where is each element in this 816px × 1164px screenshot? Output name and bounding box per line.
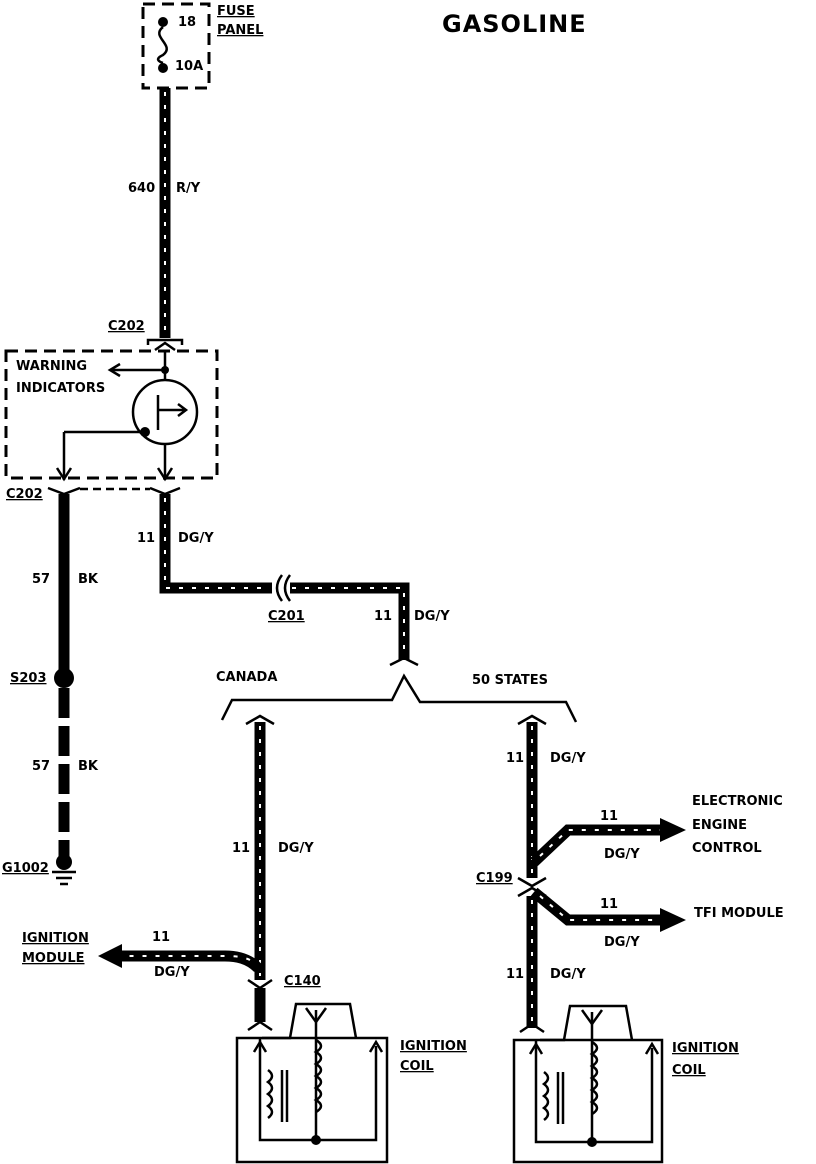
wire-11-50-upper-color: DG/Y <box>550 751 586 766</box>
wire-640-circuit: 640 <box>128 181 155 196</box>
wire-11-canada-circuit: 11 <box>232 841 250 856</box>
wire-11-split-color: DG/Y <box>414 609 450 624</box>
diagram-title: GASOLINE <box>442 10 587 38</box>
wire-11-canada-color: DG/Y <box>278 841 314 856</box>
warning-indicators-line1: WARNING <box>16 359 87 374</box>
warning-right-arrow-icon <box>156 467 174 482</box>
eec-label-line2: ENGINE <box>692 818 747 833</box>
fuse-panel: 18 10A FUSE PANEL <box>141 2 263 90</box>
wire-11-tfi-circuit: 11 <box>600 897 618 912</box>
wire-57-lower-circuit: 57 <box>32 759 50 774</box>
eec-arrow-icon <box>660 818 686 842</box>
wire-11-50-states-lower: 11 DG/Y <box>506 896 586 1028</box>
warning-left-arrow-icon <box>55 467 73 482</box>
right-coil-primary-winding-icon <box>541 1071 550 1121</box>
wire-11-tfi-color: DG/Y <box>604 935 640 950</box>
wire-57-lower: 57 BK <box>32 688 99 858</box>
connector-c201-icon <box>275 574 292 602</box>
wire-11-tfi: 11 DG/Y <box>530 887 664 950</box>
branch-canada-label: CANADA <box>216 670 277 685</box>
wire-11-canada: 11 DG/Y <box>232 722 314 980</box>
connector-c202-bottom-left-icon <box>47 486 81 496</box>
splice-s203 <box>54 668 74 688</box>
right-coil-connector-icon <box>519 1022 545 1034</box>
wire-11-ignition-module-circuit: 11 <box>152 930 170 945</box>
ignition-coil-right-line1: IGNITION <box>672 1041 739 1056</box>
eec-label-line1: ELECTRONIC <box>692 794 783 809</box>
tfi-module-label: TFI MODULE <box>694 906 784 921</box>
branch-selector-line <box>220 673 578 723</box>
ground-g1002-terminal <box>56 854 72 870</box>
states-connector-icon <box>517 714 547 726</box>
fuse-terminal-top <box>158 17 168 27</box>
connector-c202-top-label: C202 <box>108 319 145 334</box>
connector-c199-label: C199 <box>476 871 513 886</box>
wire-11-eec-circuit: 11 <box>600 809 618 824</box>
wire-11-ignition-module-color: DG/Y <box>154 965 190 980</box>
warning-indicators-arrow-icon <box>107 362 121 378</box>
wire-640: 640 R/Y <box>128 88 201 338</box>
branch-connector-icon <box>389 656 419 667</box>
wire-11-top-circuit: 11 <box>137 531 155 546</box>
wire-11-split: 11 DG/Y <box>290 582 450 660</box>
fuse-label-line1: FUSE <box>217 4 255 19</box>
wire-640-color: R/Y <box>176 181 201 196</box>
wire-11-50-upper-circuit: 11 <box>506 751 524 766</box>
fuse-terminal-bottom <box>158 63 168 73</box>
eec-label-line3: CONTROL <box>692 841 762 856</box>
fuse-label-line2: PANEL <box>217 23 263 38</box>
coil-primary-winding-icon <box>265 1069 274 1119</box>
ground-icon <box>52 870 76 886</box>
connector-c140-label: C140 <box>284 974 321 989</box>
fuse-number: 18 <box>178 15 196 30</box>
wire-11-eec-color: DG/Y <box>604 847 640 862</box>
fuse-element-icon <box>156 26 168 65</box>
connector-c201-label: C201 <box>268 609 305 624</box>
branch-50-states-label: 50 STATES <box>472 673 548 688</box>
connector-c202-bottom-right-icon <box>149 486 181 496</box>
wire-57-upper-circuit: 57 <box>32 572 50 587</box>
wire-11-top-color: DG/Y <box>178 531 214 546</box>
wire-57-upper: 57 BK <box>32 494 99 676</box>
connector-c202-top-pin-icon <box>154 341 176 352</box>
wire-11-ignition-module: 11 DG/Y <box>120 930 262 980</box>
ignition-module-label-line1: IGNITION <box>22 931 89 946</box>
ignition-coil-left-line2: COIL <box>400 1059 434 1074</box>
ignition-coil-left <box>235 1002 389 1164</box>
connector-c202-bottom-label: C202 <box>6 487 43 502</box>
wire-57-lower-color: BK <box>78 759 99 774</box>
splice-s203-label: S203 <box>10 671 47 686</box>
warning-indicators-line2: INDICATORS <box>16 381 105 396</box>
ignition-coil-right-line2: COIL <box>672 1063 706 1078</box>
connector-c202-top-icon <box>146 338 184 345</box>
fuse-rating: 10A <box>175 59 203 74</box>
wire-11-50-states-upper: 11 DG/Y <box>506 722 586 878</box>
wire-11-50-lower-circuit: 11 <box>506 967 524 982</box>
wire-11-top: 11 DG/Y <box>137 494 272 594</box>
wire-11-50-lower-color: DG/Y <box>550 967 586 982</box>
fuse-panel-outline <box>141 2 211 90</box>
wire-11-split-circuit: 11 <box>374 609 392 624</box>
canada-connector-icon <box>245 714 275 726</box>
ignition-coil-left-line1: IGNITION <box>400 1039 467 1054</box>
tfi-arrow-icon <box>660 908 686 932</box>
wire-57-upper-color: BK <box>78 572 99 587</box>
ignition-module-label-line2: MODULE <box>22 951 85 966</box>
coil-secondary-winding-icon <box>313 1038 323 1114</box>
ground-g1002-label: G1002 <box>2 861 49 876</box>
ignition-module-arrow-icon <box>98 944 122 968</box>
wire-11-eec: 11 DG/Y <box>530 809 664 867</box>
warning-indicators-box: WARNING INDICATORS <box>4 349 219 482</box>
right-coil-secondary-winding-icon <box>589 1040 599 1116</box>
ignition-coil-right <box>512 1004 664 1164</box>
